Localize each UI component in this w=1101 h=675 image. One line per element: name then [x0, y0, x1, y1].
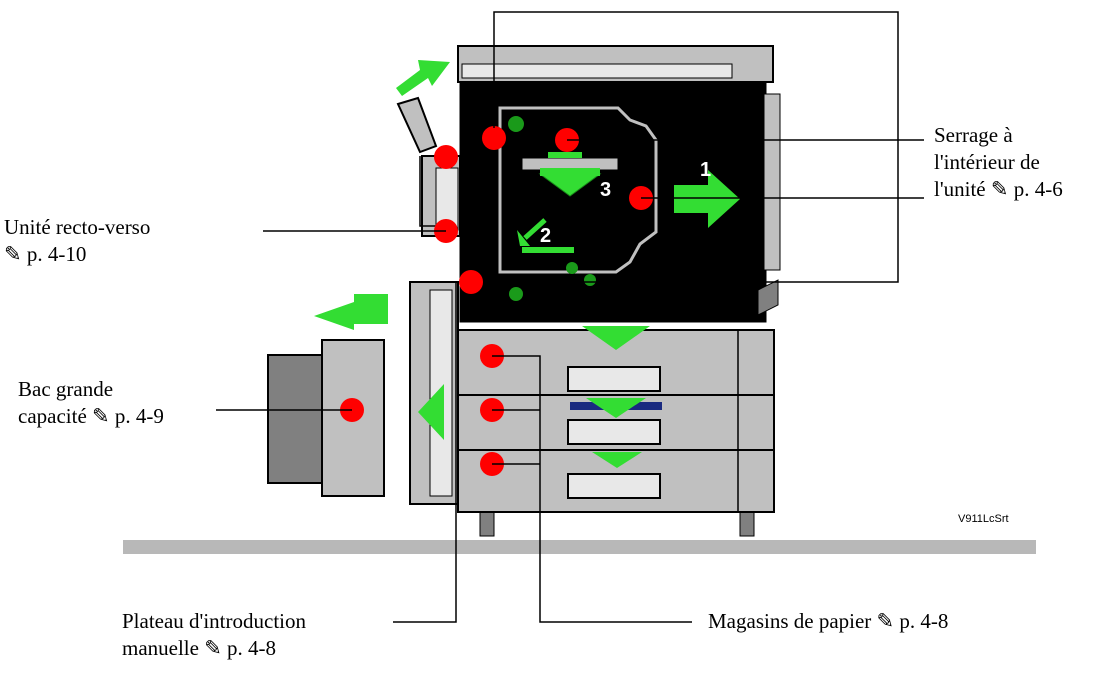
floor-line: [123, 540, 1036, 554]
label-bypass-line1: Plateau d'introduction: [122, 609, 306, 633]
label-inside: Serrage à l'intérieur de l'unité ✎ p. 4-…: [934, 122, 1063, 203]
green-dot: [509, 287, 523, 301]
green-arrow-left-hcf: [314, 294, 388, 330]
duplex-top: [396, 96, 438, 154]
label-duplex-line2: ✎ p. 4-10: [4, 242, 87, 266]
green-dot: [584, 274, 596, 286]
inner-outline: [498, 106, 658, 274]
step2-bar: [522, 247, 574, 253]
label-bypass-line2: manuelle ✎ p. 4-8: [122, 636, 277, 660]
label-trays: Magasins de papier ✎ p. 4-8: [708, 608, 948, 635]
tray-handle-3: [567, 473, 661, 499]
marker-bypass: [459, 270, 483, 294]
inner-lever-green: [548, 152, 582, 158]
label-hcf-line1: Bac grande: [18, 377, 114, 401]
step2-arrow-line: [523, 218, 547, 240]
leader-lines: [216, 11, 924, 623]
green-dot: [508, 116, 524, 132]
label-duplex-line1: Unité recto-verso: [4, 215, 151, 239]
right-side: [757, 279, 779, 316]
marker-duplex-1: [434, 145, 458, 169]
label-hcf: Bac grande capacité ✎ p. 4-9: [18, 376, 164, 430]
green-arrow-down-tray2: [586, 398, 646, 418]
figure-code: V911LcSrt: [958, 513, 1009, 525]
leader-trays: [492, 355, 692, 623]
green-dot: [566, 262, 578, 274]
label-trays-line1: Magasins de papier ✎ p. 4-8: [708, 609, 949, 633]
tray-handle-2: [567, 419, 661, 445]
right-door: [763, 93, 781, 271]
step2-arrow-head: [517, 230, 530, 246]
green-arrow-up-left: [396, 60, 450, 96]
label-hcf-line2: capacité ✎ p. 4-9: [18, 404, 164, 428]
leader-bypass: [393, 282, 457, 623]
marker-inner-top: [482, 126, 506, 150]
step-number-1: 1: [700, 159, 711, 181]
green-arrow-down-tray1: [582, 326, 650, 350]
tray-handle-1: [567, 366, 661, 392]
green-arrow-inner-base: [540, 168, 600, 176]
step-number-2: 2: [540, 225, 551, 247]
label-inside-line3: l'unité ✎ p. 4-6: [934, 177, 1063, 201]
foot-left: [479, 509, 495, 537]
label-inside-line1: Serrage à: [934, 123, 1013, 147]
step-number-3: 3: [600, 179, 611, 201]
leader-top-frame: [484, 11, 899, 283]
label-duplex: Unité recto-verso ✎ p. 4-10: [4, 214, 150, 268]
green-arrow-right: [674, 170, 740, 228]
top-cover-strip: [461, 63, 733, 79]
green-arrow-left-bypass: [418, 384, 444, 440]
foot-right: [739, 509, 755, 537]
green-arrow-down-tray3: [592, 452, 642, 468]
label-inside-line2: l'intérieur de: [934, 150, 1040, 174]
label-bypass: Plateau d'introduction manuelle ✎ p. 4-8: [122, 608, 306, 662]
